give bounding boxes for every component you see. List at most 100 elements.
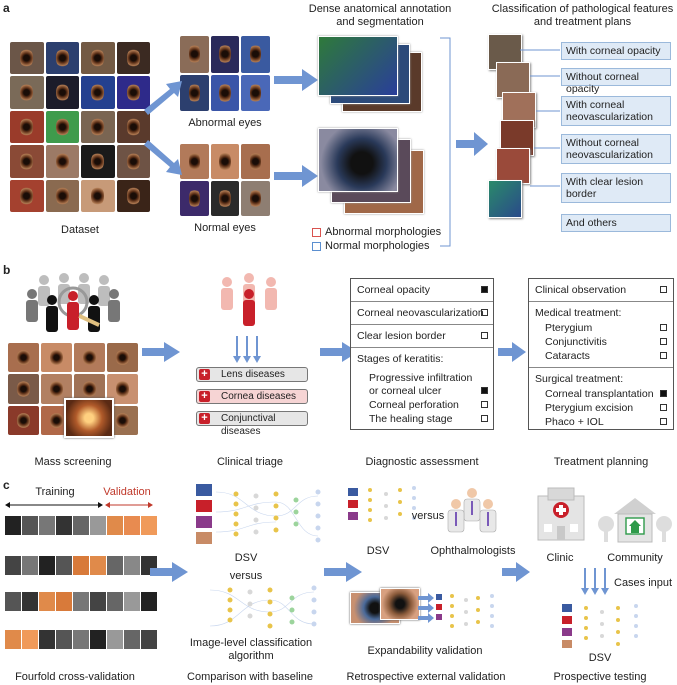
category-without-neovascularization: Without corneal neovascularization: [561, 134, 671, 164]
dsv-label-retro: DSV: [366, 545, 390, 557]
dx-clear-border: Clear lesion border: [357, 330, 446, 342]
cases-input-arrows: [581, 568, 609, 595]
community-label: Community: [607, 552, 663, 564]
dx-corneal-opacity-checkbox: [481, 286, 488, 293]
disease-cornea-label: Cornea diseases: [221, 391, 297, 402]
crowd-icon: [26, 273, 120, 332]
normal-eyes-grid: [180, 144, 270, 216]
versus-label-baseline: versus: [229, 570, 263, 582]
disease-lens-label: Lens diseases: [221, 369, 285, 380]
tx-medical-conjunctivitis: Conjunctivitis: [545, 336, 607, 348]
panel-b-letter: b: [3, 263, 11, 277]
versus-label-retro: versus: [411, 510, 445, 522]
legend-abnormal-swatch: [312, 228, 321, 237]
arrow-diagnosis-to-treatment: [498, 342, 526, 362]
triage-down-arrows: [233, 336, 261, 363]
classification-image-stack: [488, 34, 563, 224]
fold-strip-3: [5, 592, 157, 611]
tx-medical-cataracts: Cataracts: [545, 350, 590, 362]
dx-stage-2: Corneal perforation: [369, 399, 459, 411]
treatment-planning-box: Clinical observation Medical treatment: …: [528, 278, 674, 430]
stage-label-baseline: Comparison with baseline: [187, 671, 313, 683]
classification-title-line1: Classification of pathological features: [491, 3, 674, 15]
clinic-building-icon: [537, 487, 585, 541]
baseline-label-line1: Image-level classification: [189, 637, 313, 649]
legend-abnormal-label: Abnormal morphologies: [325, 226, 442, 238]
tx-medical-pterygium: Pterygium: [545, 322, 593, 334]
expandability-label: Expandability validation: [367, 645, 483, 657]
clinic-label: Clinic: [546, 552, 574, 564]
expandability-network: [418, 593, 494, 628]
training-label: Training: [35, 486, 75, 498]
stage-label-mass-screening: Mass screening: [34, 456, 112, 468]
dx-stage-3: The healing stage: [369, 413, 453, 425]
arrow-retro-to-prospective: [502, 562, 530, 582]
tx-medical-pterygium-checkbox: [660, 324, 667, 331]
panel-a-letter: a: [3, 1, 10, 15]
classification-title-line2: and treatment plans: [533, 16, 632, 28]
tx-surgical-phaco: Phaco + IOL: [545, 416, 604, 428]
tx-surgical-transplant-checkbox: [660, 390, 667, 397]
abnormal-eyes-label: Abnormal eyes: [188, 117, 262, 129]
abnormal-eyes-grid: [180, 36, 270, 111]
legend-normal-swatch: [312, 242, 321, 251]
dx-stage-1-checkbox: [481, 387, 488, 394]
legend-normal-label: Normal morphologies: [325, 240, 430, 252]
panel-c-letter: c: [3, 478, 10, 492]
disease-conjunctival-label: Conjunctival diseases: [221, 413, 276, 437]
dsv-network-diagram: [196, 484, 321, 544]
dataset-image-grid: [10, 42, 150, 212]
annotation-title-line1: Dense anatomical annotation: [308, 3, 452, 15]
tx-medical-cataracts-checkbox: [660, 352, 667, 359]
dx-clear-border-checkbox: [481, 332, 488, 339]
tx-surgical-title: Surgical treatment:: [535, 373, 624, 385]
dx-stages-title: Stages of keratitis:: [357, 353, 444, 365]
disease-conjunctival[interactable]: +Conjunctival diseases: [196, 411, 308, 437]
stage-label-treatment: Treatment planning: [553, 456, 649, 468]
dx-corneal-neo: Corneal neovascularization: [357, 307, 484, 319]
dx-corneal-neo-checkbox: [481, 309, 488, 316]
dx-stage-1a: Progressive infiltration: [369, 372, 473, 384]
stage-label-cross-validation: Fourfold cross-validation: [15, 671, 135, 683]
validation-label: Validation: [103, 486, 151, 498]
cases-input-label: Cases input: [614, 577, 673, 589]
screening-image-grid: [8, 343, 138, 435]
diagnostic-assessment-box: Corneal opacity Corneal neovascularizati…: [350, 278, 494, 430]
prospective-dsv-network: [562, 604, 638, 648]
category-with-corneal-opacity: With corneal opacity: [561, 42, 671, 60]
stage-label-diagnostic: Diagnostic assessment: [365, 456, 479, 468]
expandability-image-2: [380, 588, 420, 620]
baseline-label-line2: algorithm: [228, 650, 274, 662]
annotation-title-line2: and segmentation: [336, 16, 424, 28]
category-and-others: And others: [561, 214, 671, 232]
dataset-label: Dataset: [61, 224, 99, 236]
category-connectors: [520, 49, 560, 187]
ophthalmologists-label: Ophthalmologists: [430, 545, 516, 557]
tx-observation-checkbox: [660, 286, 667, 293]
plus-icon: +: [199, 369, 210, 380]
tx-medical-conjunctivitis-checkbox: [660, 338, 667, 345]
dataset-split-arrows: [144, 81, 182, 175]
disease-lens[interactable]: + Lens diseases: [196, 367, 308, 382]
tx-medical-title: Medical treatment:: [535, 307, 622, 319]
normal-eyes-label: Normal eyes: [194, 222, 256, 234]
tx-surgical-phaco-checkbox: [660, 418, 667, 425]
train-validation-span-arrows: [5, 502, 153, 508]
category-with-neovascularization: With corneal neovascularization: [561, 96, 671, 126]
dx-stage-1b: or corneal ulcer: [369, 385, 442, 397]
baseline-network-diagram: [209, 585, 317, 629]
arrow-cv-to-baseline: [150, 562, 188, 582]
stage-label-clinical-triage: Clinical triage: [216, 456, 284, 468]
fold-strip-4: [5, 630, 157, 649]
disease-cornea[interactable]: +Cornea diseases: [196, 389, 308, 404]
dx-stage-2-checkbox: [481, 401, 488, 408]
community-building-icon: [598, 498, 672, 543]
tx-observation: Clinical observation: [535, 284, 627, 296]
segmentation-stack-normal: [318, 128, 438, 223]
category-without-corneal-opacity: Without corneal opacity: [561, 68, 671, 95]
arrow-triage-to-diagnosis: [320, 342, 358, 362]
fold-strip-2: [5, 556, 157, 575]
stage-label-prospective: Prospective testing: [553, 671, 647, 683]
dsv-label-prospective: DSV: [588, 652, 612, 664]
tx-surgical-transplant: Corneal transplantation: [545, 388, 654, 400]
